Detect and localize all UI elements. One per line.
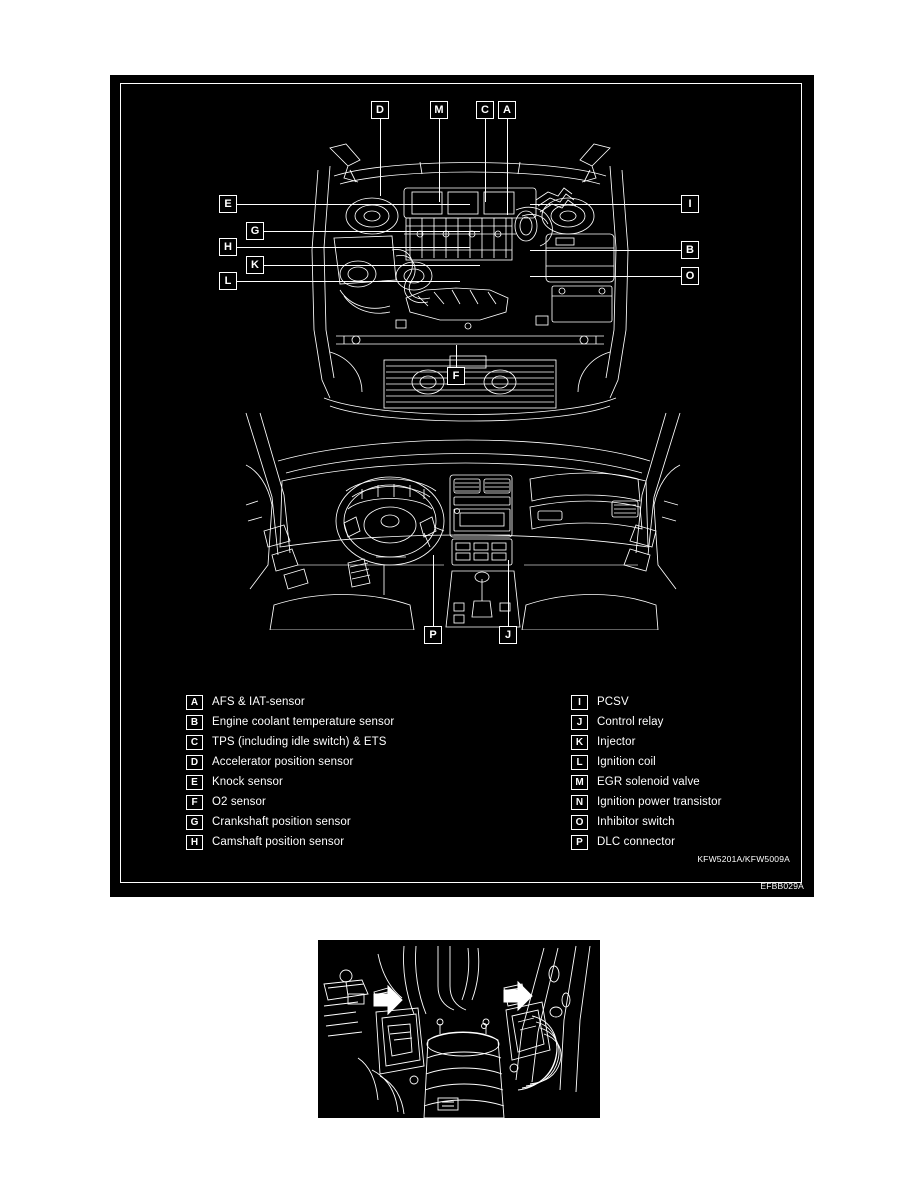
engine-compartment-illustration bbox=[300, 130, 640, 430]
leader-line-l bbox=[237, 281, 460, 282]
legend-item-h: H Camshaft position sensor bbox=[186, 832, 394, 852]
legend-key-g: G bbox=[186, 814, 203, 830]
legend-key-h: H bbox=[186, 834, 203, 850]
legend-key-m: M bbox=[571, 774, 588, 790]
legend-item-d: D Accelerator position sensor bbox=[186, 752, 394, 772]
legend-item-l: L Ignition coil bbox=[571, 752, 722, 772]
instrument-panel-illustration bbox=[238, 405, 688, 630]
engine-component-closeup-illustration bbox=[318, 940, 600, 1118]
leader-line-j bbox=[508, 560, 509, 626]
component-location-diagram-panel: D M C A E G H K L I B O F P J A AFS & IA… bbox=[110, 75, 814, 897]
callout-c[interactable]: C bbox=[476, 101, 494, 119]
legend-item-a: A AFS & IAT-sensor bbox=[186, 692, 394, 712]
legend-label-p: DLC connector bbox=[597, 836, 676, 848]
legend-label-g: Crankshaft position sensor bbox=[212, 816, 351, 828]
callout-o[interactable]: O bbox=[681, 267, 699, 285]
callout-a[interactable]: A bbox=[498, 101, 516, 119]
legend-item-c: C TPS (including idle switch) & ETS bbox=[186, 732, 394, 752]
legend-key-i: I bbox=[571, 694, 588, 710]
legend-item-f: F O2 sensor bbox=[186, 792, 394, 812]
callout-i[interactable]: I bbox=[681, 195, 699, 213]
callout-k[interactable]: K bbox=[246, 256, 264, 274]
leader-line-g bbox=[264, 231, 480, 232]
legend-column-right: I PCSV J Control relay K Injector L Igni… bbox=[571, 692, 722, 852]
legend-label-b: Engine coolant temperature sensor bbox=[212, 716, 395, 728]
leader-line-m bbox=[439, 119, 440, 202]
engine-component-photo-panel bbox=[318, 940, 600, 1118]
legend-key-a: A bbox=[186, 694, 203, 710]
leader-line-i bbox=[530, 204, 681, 205]
legend-item-k: K Injector bbox=[571, 732, 722, 752]
leader-line-c bbox=[485, 119, 486, 202]
legend-label-j: Control relay bbox=[597, 716, 664, 728]
callout-e[interactable]: E bbox=[219, 195, 237, 213]
legend-label-f: O2 sensor bbox=[212, 796, 266, 808]
legend-item-n: N Ignition power transistor bbox=[571, 792, 722, 812]
legend-item-e: E Knock sensor bbox=[186, 772, 394, 792]
legend-key-k: K bbox=[571, 734, 588, 750]
callout-g[interactable]: G bbox=[246, 222, 264, 240]
legend-key-o: O bbox=[571, 814, 588, 830]
leader-line-b bbox=[530, 250, 681, 251]
figure-sub-reference-code: EFBB029A bbox=[760, 881, 804, 891]
legend-key-p: P bbox=[571, 834, 588, 850]
callout-f[interactable]: F bbox=[447, 367, 465, 385]
legend-item-i: I PCSV bbox=[571, 692, 722, 712]
legend-label-n: Ignition power transistor bbox=[597, 796, 722, 808]
legend-key-e: E bbox=[186, 774, 203, 790]
leader-line-o bbox=[530, 276, 681, 277]
legend-item-j: J Control relay bbox=[571, 712, 722, 732]
leader-line-f bbox=[456, 345, 457, 367]
callout-l[interactable]: L bbox=[219, 272, 237, 290]
leader-line-p bbox=[433, 555, 434, 626]
legend-label-d: Accelerator position sensor bbox=[212, 756, 354, 768]
callout-b[interactable]: B bbox=[681, 241, 699, 259]
legend-key-b: B bbox=[186, 714, 203, 730]
leader-line-e bbox=[237, 204, 470, 205]
legend-item-m: M EGR solenoid valve bbox=[571, 772, 722, 792]
legend-label-i: PCSV bbox=[597, 696, 629, 708]
leader-line-d bbox=[380, 119, 381, 196]
figure-reference-code: KFW5201A/KFW5009A bbox=[697, 854, 790, 864]
legend-label-c: TPS (including idle switch) & ETS bbox=[212, 736, 387, 748]
legend-item-o: O Inhibitor switch bbox=[571, 812, 722, 832]
legend-label-h: Camshaft position sensor bbox=[212, 836, 345, 848]
legend-item-g: G Crankshaft position sensor bbox=[186, 812, 394, 832]
legend-label-e: Knock sensor bbox=[212, 776, 283, 788]
legend-key-n: N bbox=[571, 794, 588, 810]
callout-h[interactable]: H bbox=[219, 238, 237, 256]
legend-key-d: D bbox=[186, 754, 203, 770]
legend-key-f: F bbox=[186, 794, 203, 810]
legend-key-c: C bbox=[186, 734, 203, 750]
callout-d[interactable]: D bbox=[371, 101, 389, 119]
legend-label-m: EGR solenoid valve bbox=[597, 776, 700, 788]
legend-label-a: AFS & IAT-sensor bbox=[212, 696, 305, 708]
leader-line-h bbox=[237, 247, 470, 248]
leader-line-a bbox=[507, 119, 508, 215]
callout-m[interactable]: M bbox=[430, 101, 448, 119]
legend-key-l: L bbox=[571, 754, 588, 770]
legend-item-b: B Engine coolant temperature sensor bbox=[186, 712, 394, 732]
legend-item-p: P DLC connector bbox=[571, 832, 722, 852]
leader-line-k bbox=[264, 265, 480, 266]
legend-key-j: J bbox=[571, 714, 588, 730]
legend-label-k: Injector bbox=[597, 736, 636, 748]
callout-j[interactable]: J bbox=[499, 626, 517, 644]
legend-column-left: A AFS & IAT-sensor B Engine coolant temp… bbox=[186, 692, 394, 852]
callout-p[interactable]: P bbox=[424, 626, 442, 644]
legend-label-l: Ignition coil bbox=[597, 756, 656, 768]
legend-label-o: Inhibitor switch bbox=[597, 816, 675, 828]
